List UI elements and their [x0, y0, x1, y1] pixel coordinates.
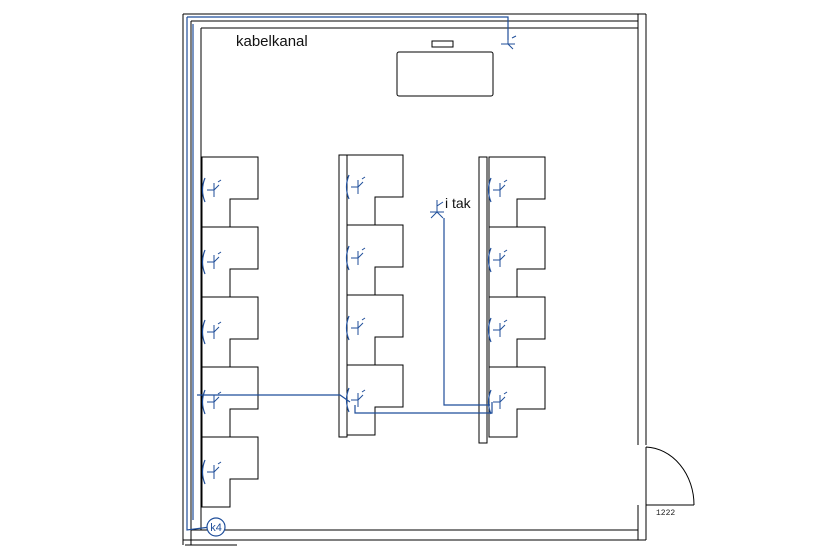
cable-loop — [201, 389, 206, 415]
network-outlet-icon — [207, 321, 222, 339]
cable-loop — [345, 315, 350, 341]
workstation-desk — [346, 224, 404, 296]
cable-loop — [487, 177, 492, 203]
network-outlet-icon — [207, 251, 222, 269]
network-outlet-icon — [351, 389, 366, 407]
cable-loop — [487, 317, 492, 343]
workstation-desk — [201, 436, 259, 508]
cable-loop — [345, 245, 350, 271]
cable-loop — [201, 459, 206, 485]
network-outlet-icon — [493, 249, 508, 267]
network-outlets — [207, 176, 508, 479]
cable-runs — [186, 16, 509, 531]
network-outlet-icon — [351, 317, 366, 335]
workstation-desk — [488, 156, 546, 228]
cable-loop — [201, 177, 206, 203]
room-walls — [182, 13, 647, 546]
network-outlet-icon — [207, 461, 222, 479]
network-outlet-icon — [493, 179, 508, 197]
ceiling-label: i tak — [445, 195, 472, 211]
network-outlet-icon — [351, 247, 366, 265]
door-swing-icon — [645, 446, 695, 506]
cabinet-label: k4 — [210, 522, 222, 534]
cable-loop — [345, 174, 350, 200]
network-outlet-icon — [207, 179, 222, 197]
network-outlet-icon — [501, 35, 517, 50]
cable-loop — [487, 247, 492, 273]
desk-backing-bar — [338, 154, 348, 438]
network-outlet-icon — [207, 391, 222, 409]
network-outlet-icon — [430, 200, 444, 219]
cable-loop — [201, 319, 206, 345]
cable-channel-label: kabelkanal — [236, 33, 308, 50]
cable-loop — [345, 387, 350, 413]
workstation-desk — [488, 366, 546, 438]
room-number-label: 1222 — [656, 509, 675, 518]
network-outlet-icon — [351, 176, 366, 194]
cable-loop — [487, 389, 492, 415]
workstation-desk — [346, 294, 404, 366]
teacher-desk — [396, 40, 494, 97]
workstation-desk — [201, 156, 259, 228]
cable-loop — [201, 249, 206, 275]
network-outlet-icon — [493, 319, 508, 337]
desk-columns — [201, 154, 546, 508]
workstation-desk — [488, 296, 546, 368]
cabinet-circle-icon — [206, 517, 226, 537]
desk-backing-bar — [478, 156, 488, 444]
workstation-desk — [488, 226, 546, 298]
workstation-desk — [346, 154, 404, 226]
network-outlet-icon — [493, 391, 508, 409]
